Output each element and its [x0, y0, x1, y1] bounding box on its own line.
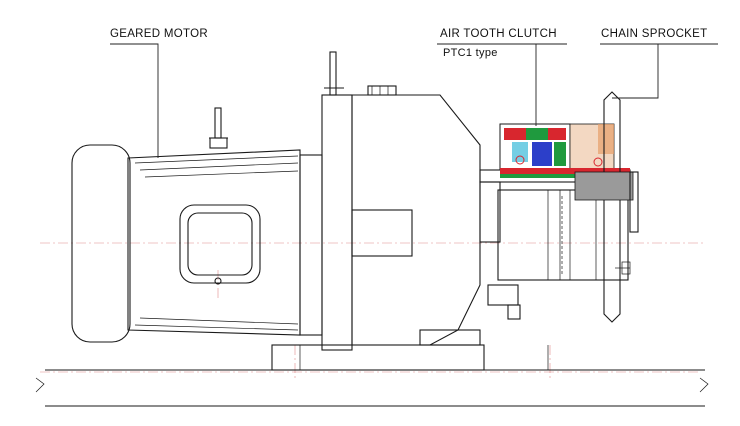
chain-sprocket	[574, 91, 639, 323]
air-tooth-clutch	[497, 123, 630, 281]
leader-lines	[110, 43, 718, 158]
geared-motor-label: GEARED MOTOR	[110, 28, 208, 40]
chain-sprocket-label: CHAIN SPROCKET	[601, 28, 708, 40]
base-plate	[35, 369, 709, 407]
clutch-type-label: PTC1 type	[443, 47, 498, 59]
centerlines	[40, 242, 705, 380]
geared-motor	[71, 51, 549, 371]
air-tooth-clutch-label: AIR TOOTH CLUTCH	[440, 28, 557, 40]
